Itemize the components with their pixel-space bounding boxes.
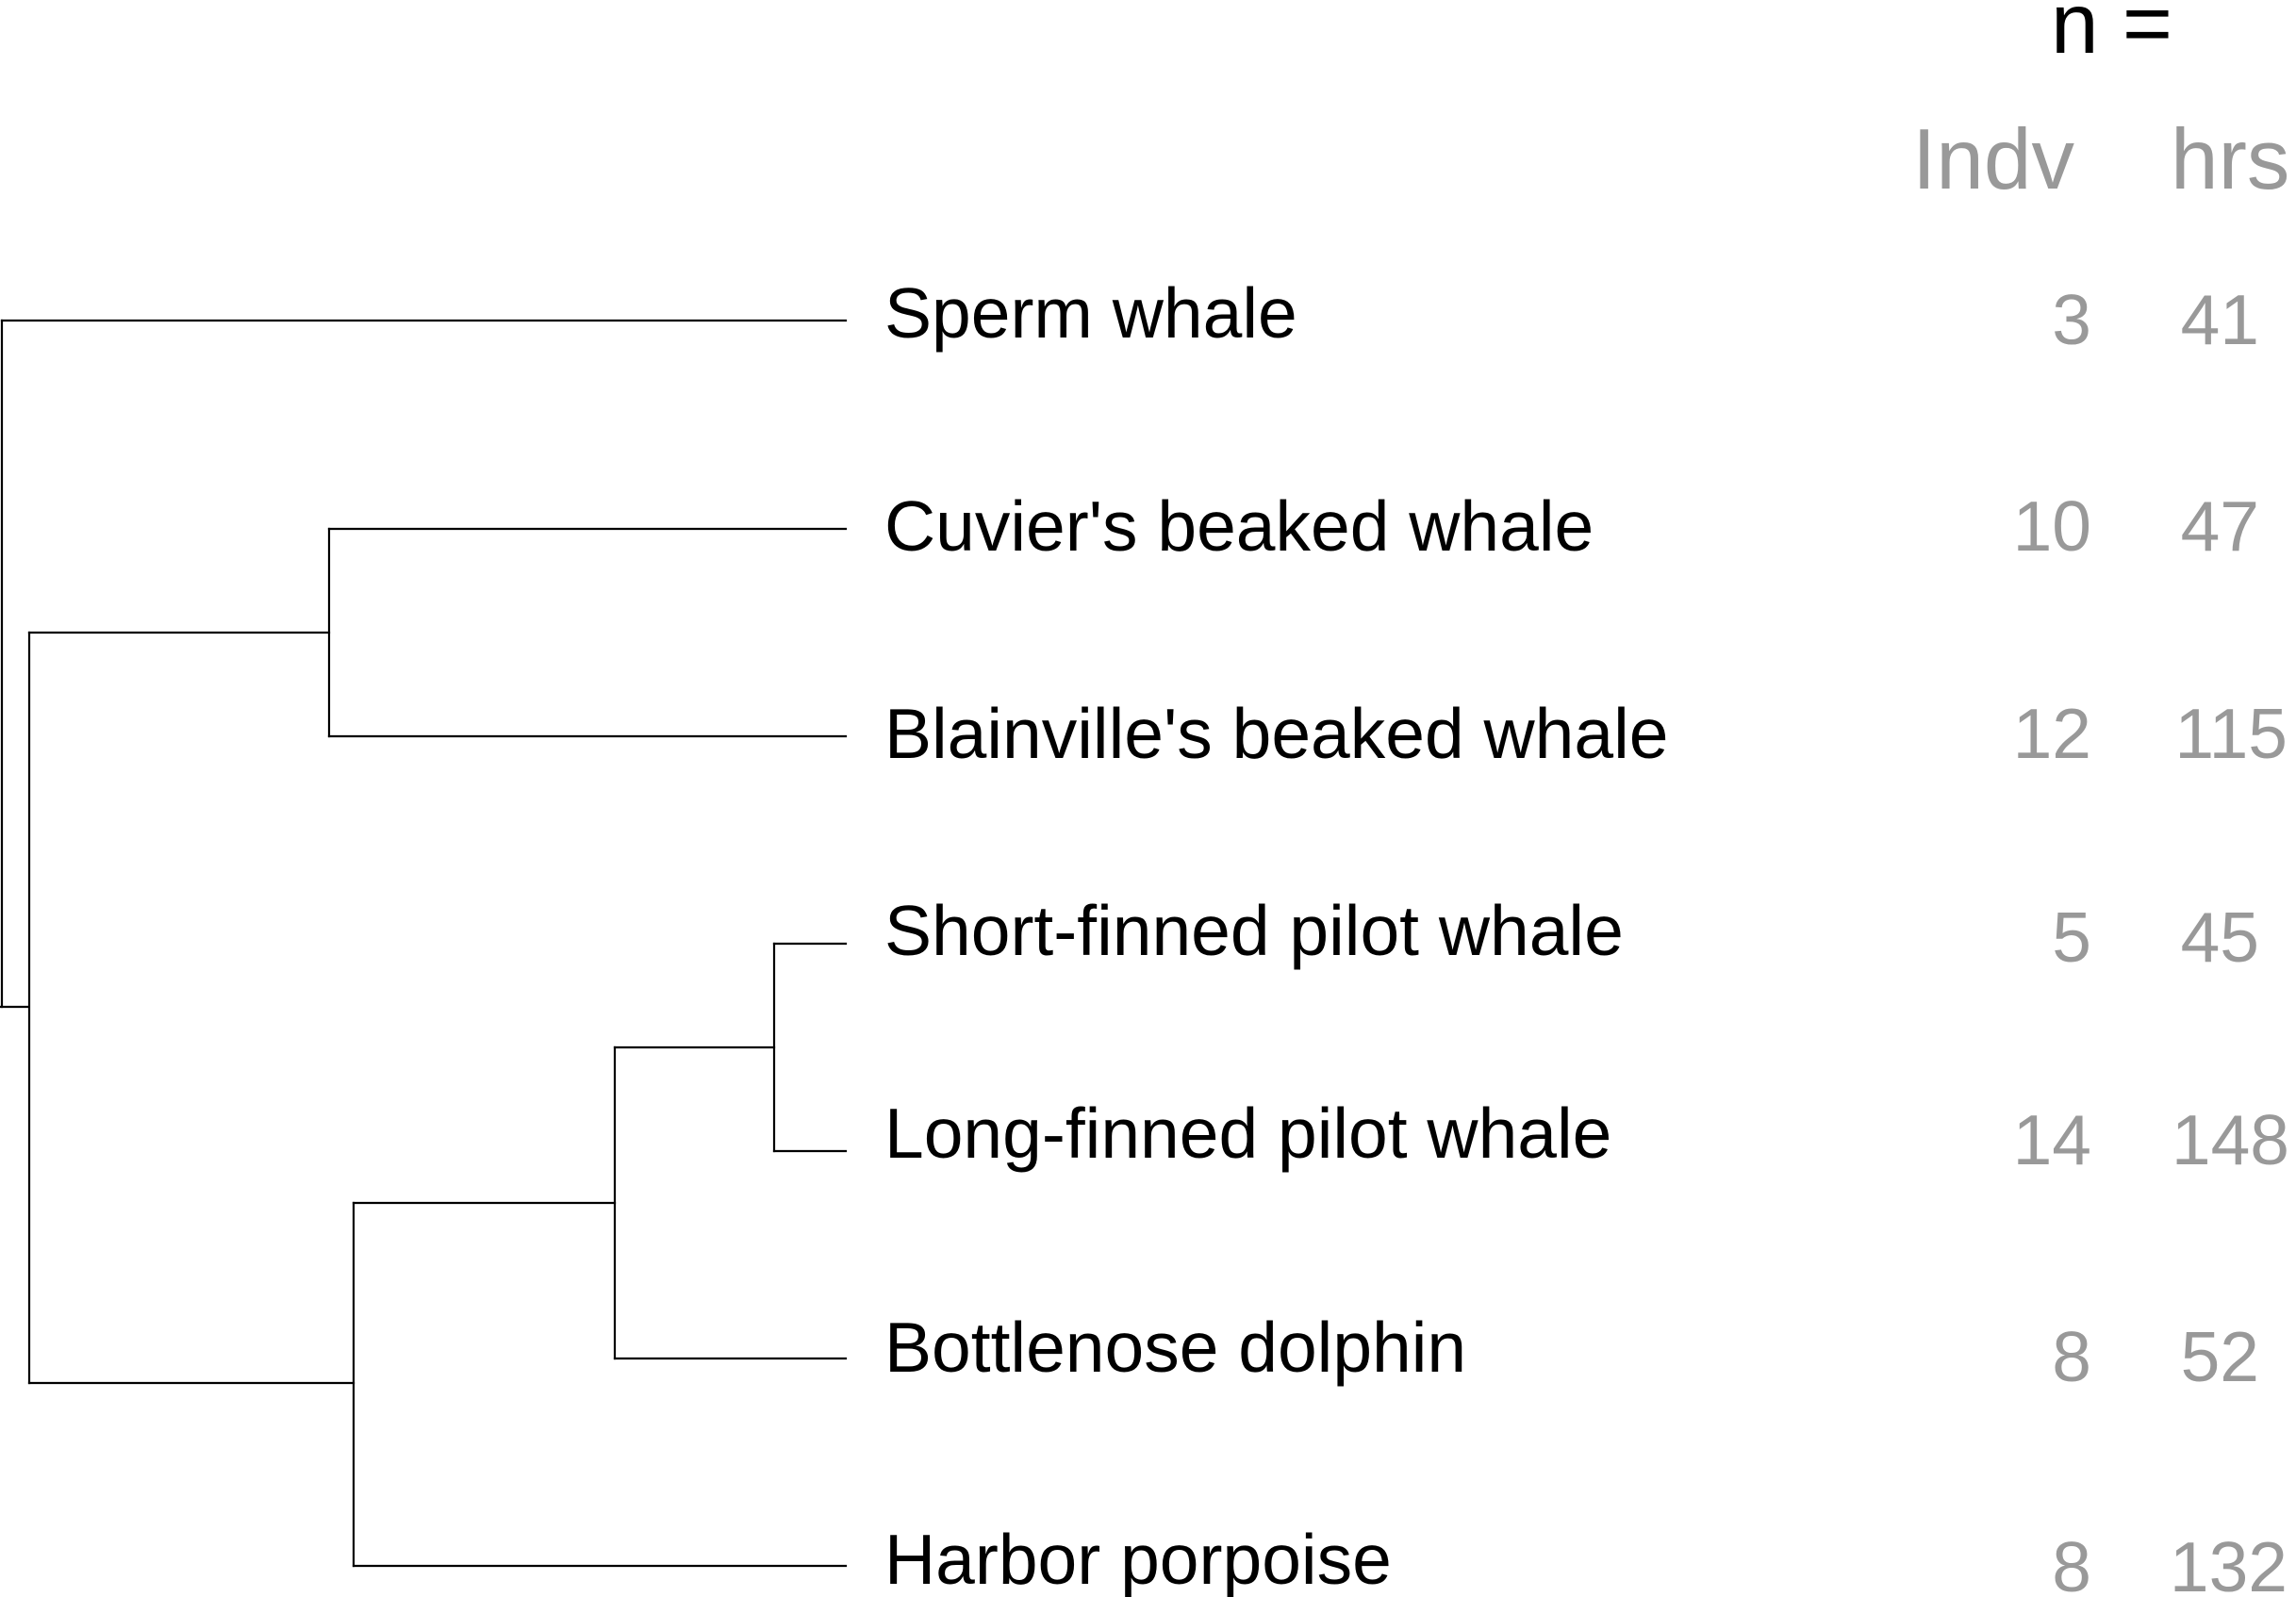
species-label: Cuvier's beaked whale: [884, 486, 1594, 566]
column-header-hrs: hrs: [2171, 112, 2289, 207]
species-label: Harbor porpoise: [884, 1520, 1392, 1597]
species-label: Bottlenose dolphin: [884, 1308, 1466, 1387]
column-header-indv: Indv: [1912, 112, 2075, 207]
species-label: Sperm whale: [884, 273, 1297, 353]
indv-count: 5: [2052, 897, 2091, 977]
indv-count: 8: [2052, 1317, 2091, 1396]
hrs-count: 115: [2174, 694, 2288, 773]
species-label: Long-finned pilot whale: [884, 1094, 1611, 1173]
indv-count: 12: [2013, 694, 2091, 773]
hrs-count: 52: [2181, 1317, 2259, 1396]
species-label: Blainville's beaked whale: [884, 694, 1668, 773]
hrs-count: 132: [2170, 1527, 2288, 1597]
hrs-count: 45: [2181, 897, 2259, 977]
n-header: n =: [2051, 0, 2172, 72]
hrs-counts: 41 47 115 45 148 52 132: [2170, 280, 2289, 1597]
indv-counts: 3 10 12 5 14 8 8: [2013, 280, 2091, 1597]
species-label: Short-finned pilot whale: [884, 891, 1624, 970]
hrs-count: 47: [2181, 486, 2259, 566]
dendrogram: [0, 319, 848, 1568]
indv-count: 3: [2052, 280, 2091, 359]
hrs-count: 41: [2181, 280, 2259, 359]
species-labels: Sperm whale Cuvier's beaked whale Blainv…: [884, 273, 1668, 1597]
hrs-count: 148: [2172, 1100, 2289, 1179]
indv-count: 10: [2013, 486, 2091, 566]
indv-count: 14: [2013, 1100, 2091, 1179]
indv-count: 8: [2052, 1527, 2091, 1597]
